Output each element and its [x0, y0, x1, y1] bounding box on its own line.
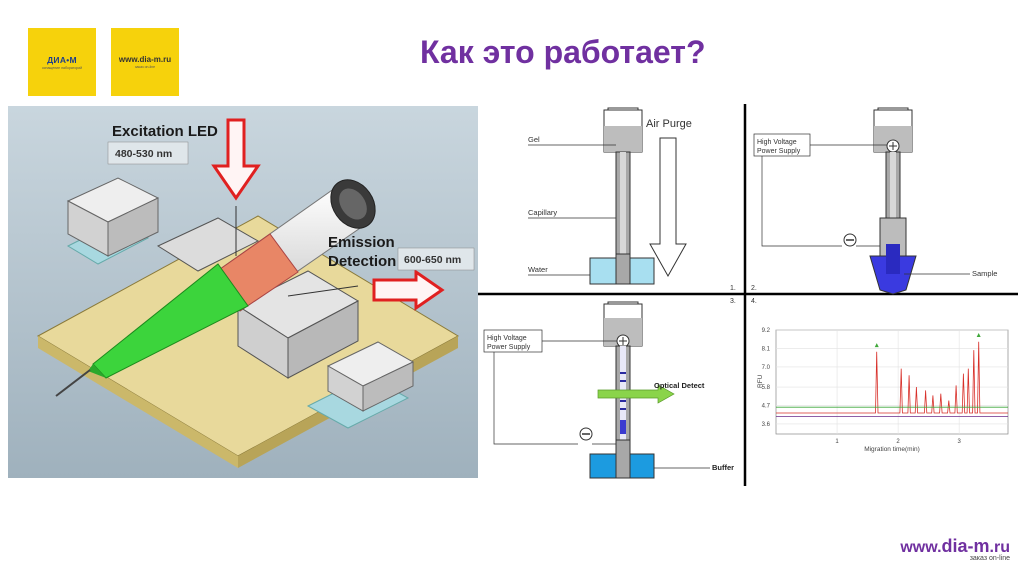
optical-detect-label: Optical Detect [654, 381, 705, 390]
chart-x-axis-label: Migration time(min) [864, 446, 920, 453]
emission-label-2: Detection [328, 253, 396, 270]
hv-label-p3-line1: High Voltage [487, 335, 527, 342]
footer-url-prefix: www. [900, 539, 942, 556]
panel-number-3: 3. [730, 298, 736, 305]
water-label: Water [528, 265, 548, 274]
gel-label: Gel [528, 135, 540, 144]
panel-3-separation: Optical Detect High Voltage Power Supply… [483, 301, 734, 479]
company-website-logo: www.dia-m.ru заказ on-line [111, 28, 179, 96]
chart-peak-marker [874, 343, 879, 348]
panel-number-4: 4. [751, 298, 757, 305]
hv-label-p2-line1: High Voltage [757, 139, 797, 146]
footer-tagline: заказ on-line [969, 555, 1010, 562]
chart-y-tick-label: 3.6 [762, 422, 771, 428]
chart-y-tick-label: 4.7 [762, 403, 771, 409]
emission-range-box [397, 247, 475, 271]
capillary-needle [55, 369, 91, 397]
hv-label-p2-line2: Power Supply [757, 148, 801, 155]
hv-label-p3-line2: Power Supply [487, 344, 531, 351]
emission-arrow [372, 269, 445, 311]
chart-series-line-1 [776, 341, 1008, 414]
emission-range: 600-650 nm [404, 254, 461, 266]
instrument-illustration: Excitation LED 480-530 nm Emission Detec… [8, 106, 478, 478]
chart-y-tick-label: 5.8 [762, 385, 771, 391]
panel-1-air-purge: Gel Capillary Water Air Purge [528, 107, 692, 285]
sample-label: Sample [972, 269, 997, 278]
chart-peak-marker [976, 333, 981, 338]
panel-2-sample-injection: High Voltage Power Supply Sample [753, 107, 997, 295]
chart-y-tick-label: 8.1 [762, 346, 771, 352]
excitation-range: 480-530 nm [115, 148, 172, 160]
optical-detect-arrow [597, 384, 675, 404]
process-schematic: 1. 2. 3. 4. Gel Capillary Water Air Purg… [478, 104, 1018, 486]
capillary-label: Capillary [528, 208, 557, 217]
air-purge-arrow [649, 137, 687, 278]
chart-y-tick-label: 9.2 [762, 328, 771, 334]
footer-url-suffix: .ru [989, 539, 1010, 556]
excitation-label: Excitation LED [112, 123, 218, 140]
chart-x-tick-label: 1 [835, 439, 839, 445]
chart-y-axis-label: RFU [757, 374, 764, 388]
panel-number-2: 2. [751, 285, 757, 292]
buffer-label: Buffer [712, 463, 734, 472]
excitation-arrow [211, 118, 261, 201]
electropherogram-chart: 9.2 8.1 7.0 5.8 4.7 3.6 1 2 3 RFU Migration tim… [757, 328, 1009, 453]
chart-x-tick-label: 2 [896, 439, 900, 445]
air-purge-label: Air Purge [646, 118, 692, 130]
slide-title: Как это работает? [420, 34, 706, 70]
emission-label-1: Emission [328, 234, 395, 251]
company-logo: ДИА•М оснащение лабораторий [28, 28, 96, 96]
excitation-range-box [107, 141, 189, 165]
panel-number-1: 1. [730, 285, 736, 292]
footer-url-main: dia-m [941, 536, 990, 556]
chart-y-tick-label: 7.0 [762, 365, 771, 371]
chart-x-tick-label: 3 [957, 439, 961, 445]
footer-brand-logo: www.dia-m.ru заказ on-line [900, 536, 1010, 562]
